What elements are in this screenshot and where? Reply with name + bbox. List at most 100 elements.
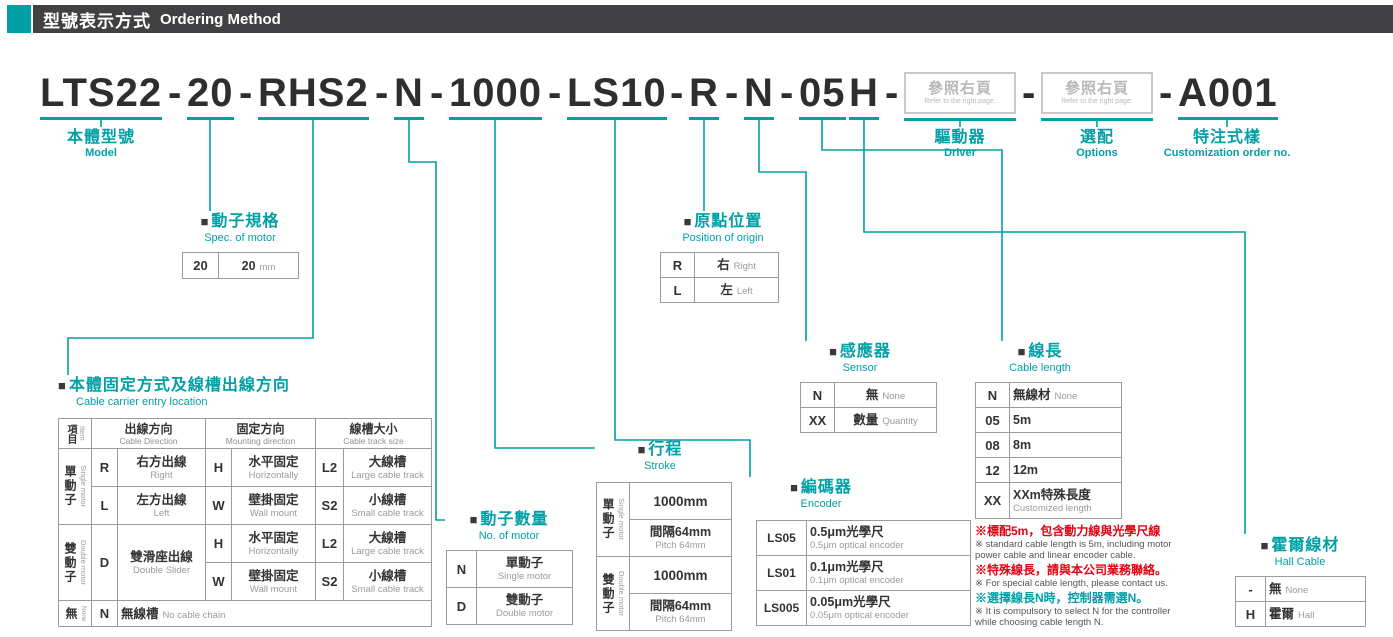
hyphen: - [670, 71, 684, 115]
code-cell: 05 [975, 407, 1010, 433]
label-driver: 驅動器 Driver [934, 129, 986, 159]
label-model: 本體型號 Model [66, 129, 135, 159]
model-segment-hall: H [849, 72, 879, 120]
desc-cell: 1000mm [629, 482, 732, 520]
table-row: 05 5m [975, 407, 1122, 433]
code-cell: 08 [975, 432, 1010, 458]
code-cell: W [205, 562, 232, 601]
code-cell: H [205, 524, 232, 563]
note: ※特殊線長，請與本公司業務聯絡。 [975, 563, 1168, 577]
header-tracksize-cell: 線槽大小 Cable track size [315, 418, 432, 449]
note: ※ For special cable length, please conta… [975, 578, 1168, 589]
section-bullet-icon: ■ [829, 344, 838, 359]
code-cell: S2 [315, 486, 344, 525]
model-segment-model: LTS22 [40, 72, 163, 120]
code-cell: S2 [315, 562, 344, 601]
desc-cell: XXm特殊長度 Customized length [1009, 482, 1122, 519]
model-segment-custom: A001 [1178, 72, 1278, 120]
code-cell: XX [975, 482, 1010, 519]
section-bullet-icon: ■ [683, 214, 693, 229]
hyphen: - [885, 71, 899, 115]
model-segment-carrier: RHS2 [258, 72, 369, 120]
hyphen: - [1022, 71, 1036, 115]
hyphen: - [780, 71, 794, 115]
header-direction-cell: 出線方向 Cable Direction [91, 418, 206, 449]
section-bullet-icon: ■ [200, 214, 210, 229]
code-cell: - [1235, 576, 1266, 602]
note: ※ It is compulsory to select N for the c… [975, 606, 1171, 628]
header-mounting-cell: 固定方向 Mounting direction [205, 418, 316, 449]
code-cell: 20 [182, 252, 219, 279]
desc-cell: 8m [1009, 432, 1122, 458]
ref-box-en: Refer to the right page. [924, 98, 996, 105]
section-bullet-icon: ■ [1260, 538, 1270, 553]
options-ref-box: 參照右頁 Refer to the right page. [1041, 72, 1153, 121]
note: ※選擇線長N時，控制器需選N。 [975, 591, 1149, 605]
label-options: 選配 Options [1076, 129, 1118, 159]
hyphen: - [548, 71, 562, 115]
model-segment-motor-count: N [394, 72, 424, 120]
section-title-encoder: ■編碼器 Encoder [790, 479, 852, 510]
code-cell: R [91, 448, 118, 487]
hyphen: - [168, 71, 182, 115]
code-cell: LS05 [756, 520, 807, 556]
desc-cell: 12m [1009, 457, 1122, 483]
code-cell: L [660, 277, 695, 303]
model-segment-spec: 20 [187, 72, 234, 120]
hyphen: - [239, 71, 253, 115]
section-title-sensor: ■感應器 Sensor [829, 343, 891, 374]
ref-box-zh: 參照右頁 [1064, 80, 1129, 97]
section-title-origin: ■原點位置 Position of origin [682, 213, 764, 244]
code-cell: N [91, 600, 118, 627]
code-cell: D [91, 524, 118, 601]
table-row: XX XXm特殊長度 Customized length [975, 482, 1122, 519]
code-cell: XX [800, 407, 835, 433]
model-segment-encoder: LS10 [567, 72, 667, 120]
model-segment-stroke: 1000 [449, 72, 542, 120]
model-segment-origin: R [689, 72, 719, 120]
hyphen: - [375, 71, 389, 115]
code-cell: L2 [315, 524, 344, 563]
cable-length-notes: ※標配5m，包含動力線與光學尺線 ※ standard cable length… [975, 524, 1193, 630]
